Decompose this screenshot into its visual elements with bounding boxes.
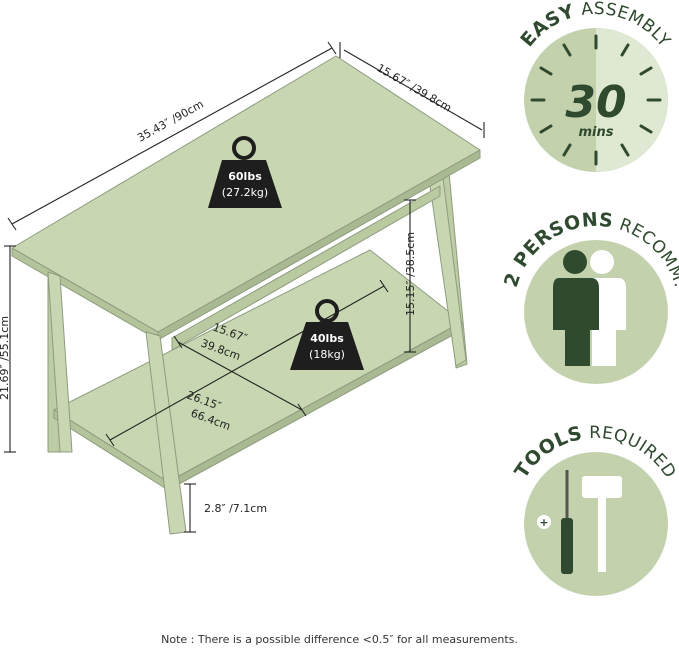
measurement-note: Note : There is a possible difference <0… [161, 633, 518, 646]
total-height-label: 21.69″ /55.1cm [0, 316, 11, 400]
clock-highlight [596, 28, 668, 172]
two-persons-icon [553, 250, 626, 366]
tools-badge: + TOOLS REQUIRED [510, 422, 679, 596]
shelf-gap-label: 15.15″ /38.5cm [404, 232, 417, 316]
top-weight-kg-label: (27.2kg) [222, 186, 268, 199]
shelf-weight-icon: 40lbs (18kg) [290, 299, 364, 370]
shelf-weight-label: 40lbs [310, 332, 344, 345]
front-left-leg [47, 271, 73, 453]
top-weight-label: 60lbs [228, 170, 262, 183]
top-length-label: 35.43″ /90cm [135, 98, 206, 145]
apron [171, 185, 441, 351]
assembly-time-unit: mins [579, 125, 614, 140]
leg-clearance-label: 2.8″ /7.1cm [204, 502, 267, 515]
persons-badge: 2 PERSONS RECOMM. [500, 209, 679, 384]
clock-icon [530, 34, 662, 166]
screwdriver-hammer-icon: + [537, 470, 622, 574]
assembly-badge: 30 mins EASY ASSEMBLY [516, 0, 674, 172]
shelf-weight-kg-label: (18kg) [309, 348, 345, 361]
assembly-time-number: 30 [565, 77, 626, 128]
dimension-lines [4, 41, 485, 533]
top-weight-icon: 60lbs (27.2kg) [208, 136, 282, 208]
svg-text:+: + [539, 516, 548, 529]
